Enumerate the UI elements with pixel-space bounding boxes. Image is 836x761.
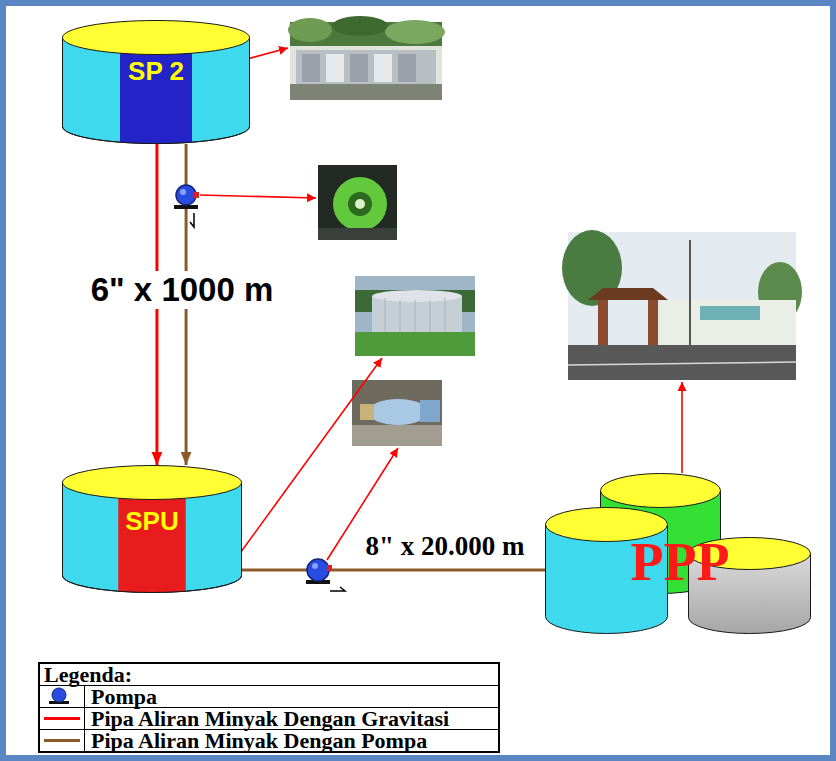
edge-label-holder: 6" x 1000 m [88, 271, 277, 309]
leader-line [681, 382, 683, 473]
tank-label: SP 2 [128, 57, 184, 87]
photo-gate-roof [588, 288, 668, 300]
photo-cylinder [326, 54, 344, 82]
legend-rows: PompaPipa Aliran Minyak Dengan Gravitasi… [40, 686, 498, 751]
tank-roof [601, 474, 721, 508]
photo-pump-housing [333, 177, 387, 231]
tank-group: PPP [545, 465, 815, 635]
photo-ppp-gate [562, 230, 802, 380]
legend-sample [40, 686, 84, 707]
legend-row: Pipa Aliran Minyak Dengan Gravitasi [40, 708, 498, 730]
legend-sample-cell [40, 730, 85, 751]
photo-pipe [360, 404, 374, 420]
photo-floor [352, 425, 442, 446]
tank-label: PPP [631, 531, 730, 593]
photo-gate-pillar [598, 298, 608, 346]
photo-cylinder [350, 54, 368, 82]
photo-tank-seams [385, 298, 445, 332]
leader-line [238, 358, 382, 556]
tank-label: SPU [125, 507, 178, 537]
pumped-pipe [242, 568, 545, 571]
pump-highlight [180, 189, 186, 195]
legend-box: Legenda: PompaPipa Aliran Minyak Dengan … [38, 662, 500, 753]
photo-spu-pump [352, 380, 442, 446]
pump-outlet [327, 565, 332, 571]
photo-road [568, 345, 796, 380]
pump-symbol [52, 688, 66, 702]
photo-floor [318, 228, 397, 240]
photo-pole [689, 240, 691, 345]
pipe-sample [44, 739, 80, 742]
pump-body [307, 559, 329, 581]
photo-ground [318, 165, 397, 240]
legend-text: Pompa [85, 686, 165, 707]
legend-row: Pompa [40, 686, 498, 708]
pipe-sample [44, 717, 80, 720]
node-text-group: SP 2 [128, 57, 184, 87]
photo-sky [355, 276, 475, 356]
photo-sign [700, 306, 760, 320]
photo-tree [288, 18, 332, 42]
pump-outlet [194, 192, 199, 198]
photo-road-line [568, 362, 796, 365]
photo-tree [332, 16, 388, 36]
pump-body [176, 185, 196, 205]
node-text-group: SPU [125, 507, 178, 537]
legend-title-row: Legenda: [40, 664, 498, 686]
storage-tank: SP 2 [62, 20, 250, 144]
photo-gate-pillar [648, 298, 658, 346]
pipe-dimension: 8" x 20.000 m [363, 531, 528, 562]
photo-building [660, 300, 796, 345]
legend-sample [40, 730, 84, 751]
photo-pump-hub [355, 199, 365, 209]
pump-symbol [174, 185, 199, 227]
tank-roof [63, 21, 250, 55]
photo-wall [352, 380, 442, 446]
legend-text: Pipa Aliran Minyak Dengan Pompa [85, 730, 435, 751]
leader-line [200, 195, 316, 198]
pump-symbol [306, 559, 345, 591]
photo-cylinder [302, 54, 320, 82]
photo-sp2-plant [288, 16, 445, 100]
pump-flow-mark [190, 213, 194, 227]
legend-sample [40, 708, 84, 729]
legend-text: Pipa Aliran Minyak Dengan Gravitasi [85, 708, 457, 729]
photo-spu-tank [355, 276, 475, 356]
photo-machinery [296, 50, 436, 84]
pipe-dimension: 6" x 1000 m [88, 271, 277, 309]
tank-roof [63, 466, 242, 500]
storage-tank: SPU [62, 465, 242, 593]
photo-grass [355, 332, 475, 356]
photo-floor [290, 84, 442, 100]
storage-tank-drawing [63, 466, 242, 593]
edge-label-holder: 8" x 20.000 m [363, 531, 528, 562]
photo-tree [385, 20, 445, 44]
photo-pump-housing [348, 192, 372, 216]
storage-tank-drawing [63, 21, 250, 144]
node-text-group: PPP [631, 531, 730, 593]
photo-cylinder [398, 54, 416, 82]
photo-pump-body [368, 399, 428, 425]
pump-flow-mark [330, 587, 345, 591]
legend-title: Legenda: [44, 664, 494, 685]
legend-row: Pipa Aliran Minyak Dengan Pompa [40, 730, 498, 751]
pump-highlight [312, 563, 318, 569]
legend-sample-cell [40, 686, 85, 707]
photo-pump-green [318, 165, 397, 240]
legend-sample-cell [40, 708, 85, 729]
photo-pump-motor [420, 400, 440, 422]
photo-cylinder [374, 54, 392, 82]
